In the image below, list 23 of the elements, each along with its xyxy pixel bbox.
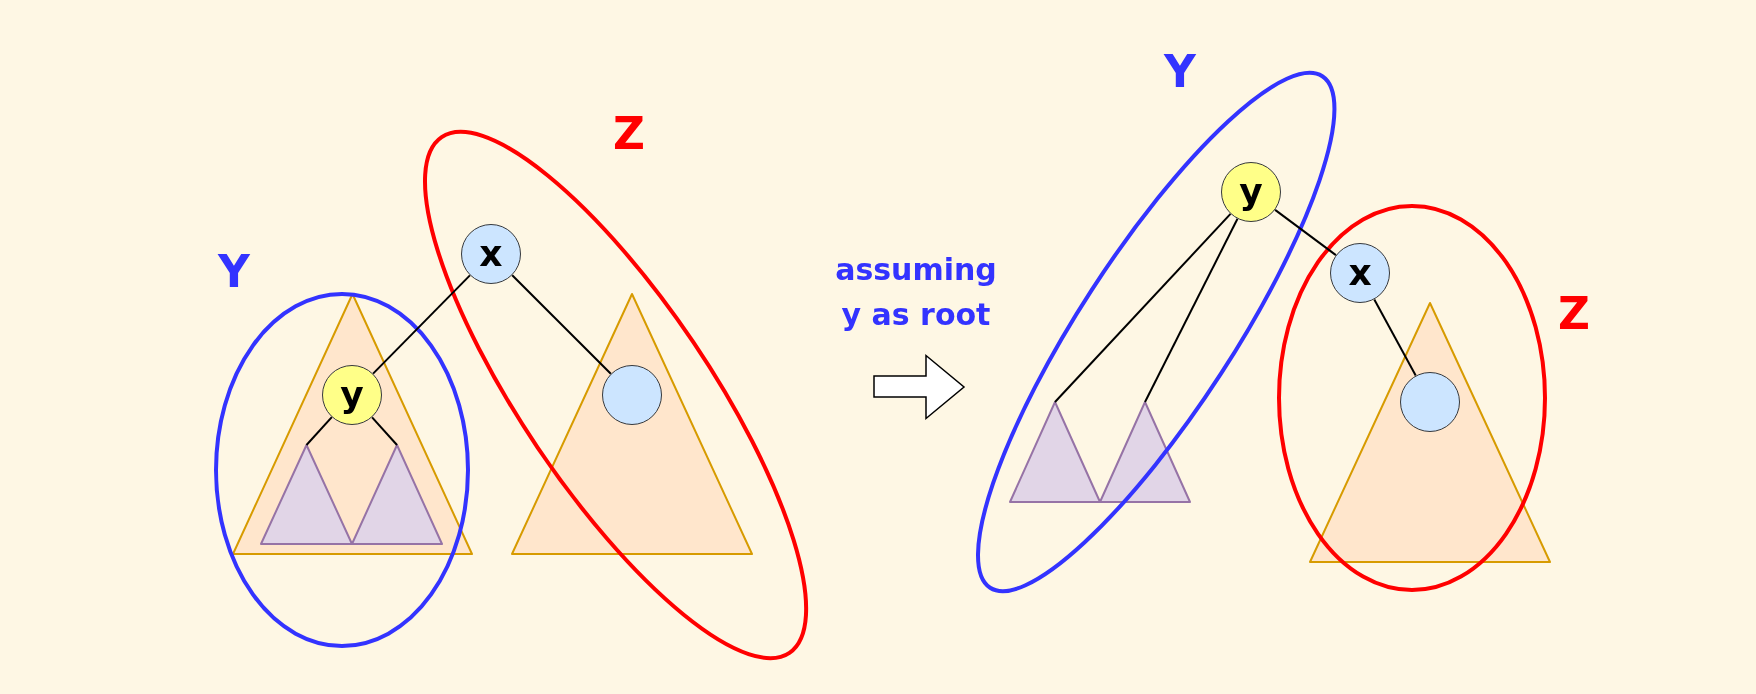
tree-edge — [305, 416, 333, 446]
group-label: Z — [1558, 292, 1590, 336]
subtree-triangle — [233, 294, 472, 554]
tree-node: x — [461, 224, 521, 284]
tree-edge — [1274, 208, 1337, 257]
annotation-text: assuming y as root — [834, 251, 998, 334]
tree-node: y — [1221, 162, 1281, 222]
tree-edge — [1144, 217, 1239, 403]
group-label: Y — [1164, 50, 1196, 94]
tree-edge — [1054, 212, 1232, 403]
subtree-triangle — [352, 445, 442, 544]
subtree-triangle — [261, 445, 352, 544]
subtree-triangle — [512, 294, 752, 554]
subtree-triangle — [1010, 402, 1100, 502]
tree-edge — [371, 416, 398, 446]
tree-edge — [1373, 298, 1417, 377]
tree-node: x — [1330, 243, 1390, 303]
subtree-triangle — [1310, 303, 1550, 562]
group-label: Z — [613, 112, 645, 156]
group-label: Y — [218, 250, 250, 294]
tree-edge — [372, 274, 471, 375]
tree-edge — [511, 274, 612, 375]
subtree-triangle — [1100, 402, 1190, 502]
